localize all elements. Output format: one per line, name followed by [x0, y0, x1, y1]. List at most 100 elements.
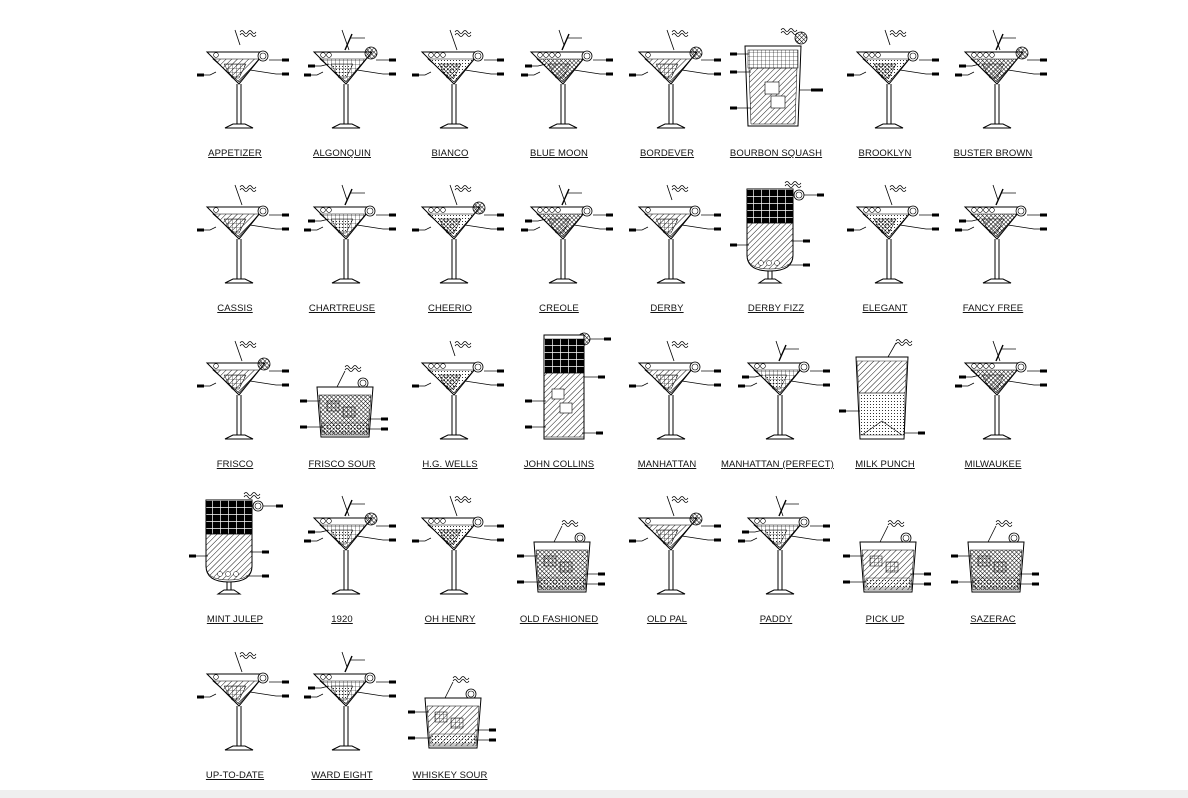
rocks-glass-icon: [408, 676, 496, 749]
cocktail-label: ELEGANT: [862, 303, 908, 314]
collins-glass-icon: [525, 332, 611, 440]
cocktail-label: CREOLE: [539, 303, 579, 314]
cocktail-symbol: FRISCO SOUR: [287, 331, 397, 481]
tumbler-glass-icon: [839, 339, 925, 440]
cocktail-label: PADDY: [759, 614, 793, 625]
cocktail-symbol: MANHATTAN (PERFECT): [721, 331, 834, 481]
martini-glass-icon: [412, 495, 504, 595]
cocktail-label: MILK PUNCH: [855, 459, 915, 470]
martini-glass-icon: [412, 184, 504, 284]
goblet-glass-icon: [730, 181, 824, 284]
cocktail-label: SAZERAC: [970, 614, 1016, 625]
martini-glass-icon: [412, 340, 504, 440]
cocktail-symbol: MINT JULEP: [180, 486, 290, 636]
cocktail-symbol: H.G. WELLS: [395, 331, 505, 481]
martini-glass-icon: [197, 29, 289, 129]
cocktail-label: MANHATTAN: [637, 459, 697, 470]
cocktail-label: CASSIS: [217, 303, 253, 314]
cocktail-label: OLD FASHIONED: [519, 614, 599, 625]
martini-glass-icon: [955, 340, 1047, 440]
cocktail-symbol: BROOKLYN: [830, 20, 940, 170]
cocktail-label: BORDEVER: [639, 148, 695, 159]
cocktail-label: CHARTREUSE: [308, 303, 376, 314]
cocktail-label: MANHATTAN (PERFECT): [721, 459, 834, 470]
cocktail-symbol: MILWAUKEE: [938, 331, 1048, 481]
cocktail-label: WARD EIGHT: [311, 770, 373, 781]
cocktail-symbol: APPETIZER: [180, 20, 290, 170]
cocktail-symbol: BUSTER BROWN: [938, 20, 1048, 170]
martini-glass-icon: [304, 495, 396, 595]
cocktail-label: OLD PAL: [646, 614, 688, 625]
cocktail-label: DERBY: [650, 303, 684, 314]
cocktail-label: BOURBON SQUASH: [729, 148, 823, 159]
cocktail-symbol: BOURBON SQUASH: [721, 20, 831, 170]
cocktail-symbol: CHARTREUSE: [287, 175, 397, 325]
cocktail-symbol: OLD FASHIONED: [504, 486, 614, 636]
cocktail-label: ALGONQUIN: [313, 148, 371, 159]
cocktail-symbol: BLUE MOON: [504, 20, 614, 170]
cocktail-symbol: CHEERIO: [395, 175, 505, 325]
martini-glass-icon: [847, 184, 939, 284]
cocktail-label: JOHN COLLINS: [523, 459, 595, 470]
rocks-glass-icon: [843, 520, 931, 593]
highball-glass-icon: [730, 28, 823, 127]
cocktail-symbol: ELEGANT: [830, 175, 940, 325]
cocktail-label: UP-TO-DATE: [205, 770, 265, 781]
martini-glass-icon: [629, 184, 721, 284]
cocktail-symbol: WHISKEY SOUR: [395, 642, 505, 792]
cocktail-symbol: CREOLE: [504, 175, 614, 325]
martini-glass-icon: [738, 495, 830, 595]
cocktail-label: WHISKEY SOUR: [412, 770, 488, 781]
cocktail-symbol: ALGONQUIN: [287, 20, 397, 170]
cocktail-symbol: SAZERAC: [938, 486, 1048, 636]
rocks-glass-icon: [951, 520, 1039, 593]
cocktail-symbol: FRISCO: [180, 331, 290, 481]
martini-glass-icon: [197, 184, 289, 284]
cocktail-symbol: UP-TO-DATE: [180, 642, 290, 792]
martini-glass-icon: [955, 184, 1047, 284]
cocktail-label: CHEERIO: [428, 303, 472, 314]
martini-glass-icon: [521, 184, 613, 284]
cocktail-label: OH HENRY: [424, 614, 476, 625]
cocktail-label: BLUE MOON: [530, 148, 588, 159]
cocktail-label: BIANCO: [431, 148, 469, 159]
cocktail-label: PICK UP: [865, 614, 905, 625]
cocktail-label: MINT JULEP: [206, 614, 264, 625]
martini-glass-icon: [521, 29, 613, 129]
cocktail-label: DERBY FIZZ: [747, 303, 805, 314]
martini-glass-icon: [304, 184, 396, 284]
cocktail-label: BUSTER BROWN: [953, 148, 1033, 159]
cocktail-label: FRISCO: [216, 459, 254, 470]
martini-glass-icon: [412, 29, 504, 129]
martini-glass-icon: [629, 495, 721, 595]
cocktail-symbol: PADDY: [721, 486, 831, 636]
cocktail-symbol: DERBY FIZZ: [721, 175, 831, 325]
cocktail-symbol: BIANCO: [395, 20, 505, 170]
cocktail-symbol: 1920: [287, 486, 397, 636]
martini-glass-icon: [847, 29, 939, 129]
rocks-glass-icon: [517, 520, 605, 593]
cocktail-symbol: CASSIS: [180, 175, 290, 325]
martini-glass-icon: [197, 340, 289, 440]
cocktail-symbol: OH HENRY: [395, 486, 505, 636]
cocktail-label: FANCY FREE: [962, 303, 1024, 314]
goblet-glass-icon: [189, 492, 283, 595]
cocktail-symbol: PICK UP: [830, 486, 940, 636]
cocktail-label: APPETIZER: [208, 148, 262, 159]
martini-glass-icon: [629, 340, 721, 440]
cocktail-label: FRISCO SOUR: [308, 459, 376, 470]
martini-glass-icon: [955, 29, 1047, 129]
cocktail-symbol: BORDEVER: [612, 20, 722, 170]
cocktail-symbol: JOHN COLLINS: [504, 331, 614, 481]
martini-glass-icon: [197, 651, 289, 751]
bottom-scroll-strip: [0, 790, 1188, 798]
martini-glass-icon: [304, 651, 396, 751]
martini-glass-icon: [738, 340, 830, 440]
martini-glass-icon: [629, 29, 721, 129]
rocks-glass-icon: [300, 365, 388, 438]
cocktail-symbol: OLD PAL: [612, 486, 722, 636]
cocktail-symbol: WARD EIGHT: [287, 642, 397, 792]
cocktail-label: BROOKLYN: [858, 148, 912, 159]
cocktail-label: 1920: [331, 614, 353, 625]
cocktail-label: H.G. WELLS: [422, 459, 478, 470]
